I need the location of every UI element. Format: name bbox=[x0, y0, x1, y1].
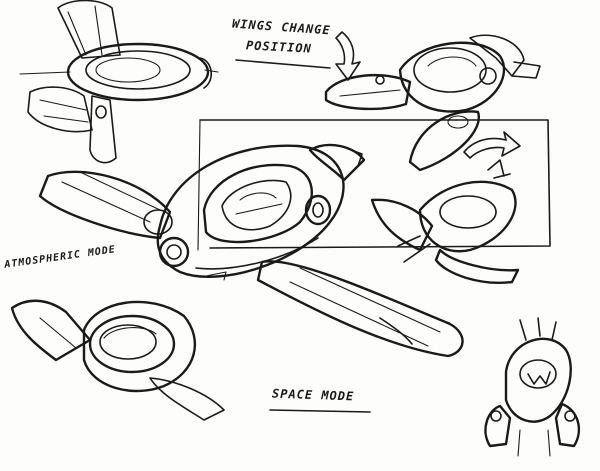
wings-transition-sketch bbox=[324, 31, 541, 172]
front-view-ship-sketch bbox=[484, 317, 581, 457]
top-view-ship-sketch bbox=[19, 0, 219, 164]
space-label-underline bbox=[269, 409, 371, 413]
space-mode-side-sketch bbox=[370, 159, 520, 284]
atmospheric-mode-main-sketch bbox=[38, 119, 551, 358]
space-mode-label: SPACE MODE bbox=[271, 386, 355, 404]
wings-label-underline bbox=[235, 59, 331, 69]
bottom-left-ship-sketch bbox=[10, 299, 225, 421]
